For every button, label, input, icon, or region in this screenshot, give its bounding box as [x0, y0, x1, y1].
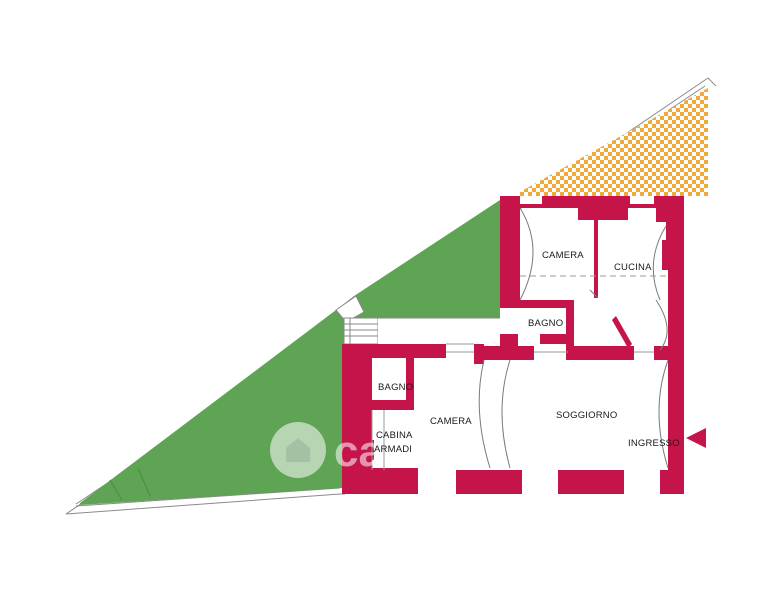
label-armadi: ARMADI — [374, 444, 412, 455]
room-labels: CAMERA CUCINA BAGNO BAGNO CAMERA SOGGIOR… — [374, 250, 680, 455]
watermark-text: casa.it — [334, 427, 471, 476]
watermark: casa.it — [270, 422, 471, 478]
openings — [418, 472, 660, 494]
label-bagno-left: BAGNO — [378, 382, 413, 393]
walls — [342, 196, 706, 494]
garden-lines — [109, 467, 151, 501]
terrace — [516, 88, 708, 196]
garden-area — [80, 200, 500, 505]
interior-lines — [371, 343, 654, 470]
garden-steps — [335, 295, 365, 323]
label-camera-left: CAMERA — [430, 416, 472, 427]
label-cucina: CUCINA — [614, 262, 652, 273]
stairs — [343, 317, 379, 345]
label-cabina: CABINA — [376, 430, 413, 441]
corridor — [378, 318, 500, 346]
label-ingresso: INGRESSO — [628, 438, 680, 449]
label-soggiorno: SOGGIORNO — [556, 410, 617, 421]
label-camera-top: CAMERA — [542, 250, 584, 261]
label-bagno-top: BAGNO — [528, 318, 563, 329]
door-arcs — [478, 207, 669, 469]
